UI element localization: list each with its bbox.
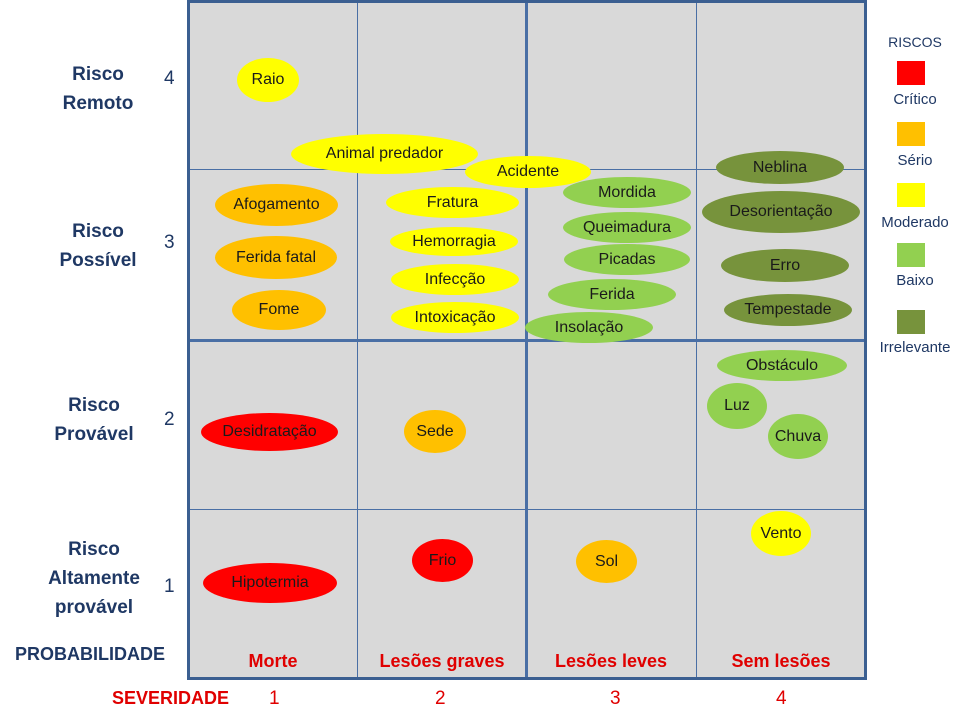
severity-number-3: 3 xyxy=(610,688,621,709)
risk-fratura: Fratura xyxy=(386,187,519,218)
row-number-1: 1 xyxy=(164,576,175,597)
legend-label-serious: Sério xyxy=(897,152,933,169)
risk-ferida-fatal: Ferida fatal xyxy=(215,236,337,279)
risk-intoxicacao: Intoxicação xyxy=(391,302,519,333)
severity-number-4: 4 xyxy=(776,688,787,709)
severity-number-1: 1 xyxy=(269,688,280,709)
column-label-no-injury: Sem lesões xyxy=(731,651,831,671)
legend-label-critical: Crítico xyxy=(893,91,937,108)
row-number-3: 3 xyxy=(164,232,175,253)
risk-sol: Sol xyxy=(576,540,637,583)
risk-insolacao: Insolação xyxy=(525,312,653,343)
grid-line-h2-thick xyxy=(187,339,867,342)
column-label-light-injury: Lesões leves xyxy=(554,651,668,671)
risk-erro: Erro xyxy=(721,249,849,282)
severity-number-2: 2 xyxy=(435,688,446,709)
probability-axis-label: PROBABILIDADE xyxy=(15,644,166,664)
row-number-4: 4 xyxy=(164,68,175,89)
legend-swatch-low xyxy=(897,243,925,267)
risk-raio: Raio xyxy=(237,58,299,102)
risk-picadas: Picadas xyxy=(564,244,690,275)
severity-axis-label: SEVERIDADE xyxy=(112,688,230,708)
legend-label-moderate: Moderado xyxy=(881,214,949,231)
column-label-death: Morte xyxy=(248,651,298,671)
legend-label-irrelevant: Irrelevante xyxy=(879,339,951,356)
risk-acidente: Acidente xyxy=(465,156,591,188)
risk-ferida: Ferida xyxy=(548,279,676,310)
legend-swatch-irrelevant xyxy=(897,310,925,334)
legend-swatch-moderate xyxy=(897,183,925,207)
risk-obstaculo: Obstáculo xyxy=(717,350,847,381)
row-number-2: 2 xyxy=(164,409,175,430)
risk-luz: Luz xyxy=(707,383,767,429)
legend-title: RISCOS xyxy=(888,34,942,50)
risk-tempestade: Tempestade xyxy=(724,294,852,326)
risk-queimadura: Queimadura xyxy=(563,212,691,243)
risk-fome: Fome xyxy=(232,290,326,330)
risk-mordida: Mordida xyxy=(563,177,691,208)
risk-vento: Vento xyxy=(751,511,811,556)
column-label-serious-injury: Lesões graves xyxy=(379,651,505,671)
risk-animal-predador: Animal predador xyxy=(291,134,478,174)
legend-label-low: Baixo xyxy=(896,272,934,289)
grid-border xyxy=(187,0,867,680)
risk-infeccao: Infecção xyxy=(391,264,519,295)
risk-hemorragia: Hemorragia xyxy=(390,227,518,256)
risk-desidratacao: Desidratação xyxy=(201,413,338,451)
risk-hipotermia: Hipotermia xyxy=(203,563,337,603)
risk-sede: Sede xyxy=(404,410,466,453)
risk-chuva: Chuva xyxy=(768,414,828,459)
legend-swatch-critical xyxy=(897,61,925,85)
risk-desorientacao: Desorientação xyxy=(702,191,860,233)
grid-line-h3 xyxy=(187,509,867,510)
legend-swatch-serious xyxy=(897,122,925,146)
risk-afogamento: Afogamento xyxy=(215,184,338,226)
risk-neblina: Neblina xyxy=(716,151,844,184)
risk-frio: Frio xyxy=(412,539,473,582)
